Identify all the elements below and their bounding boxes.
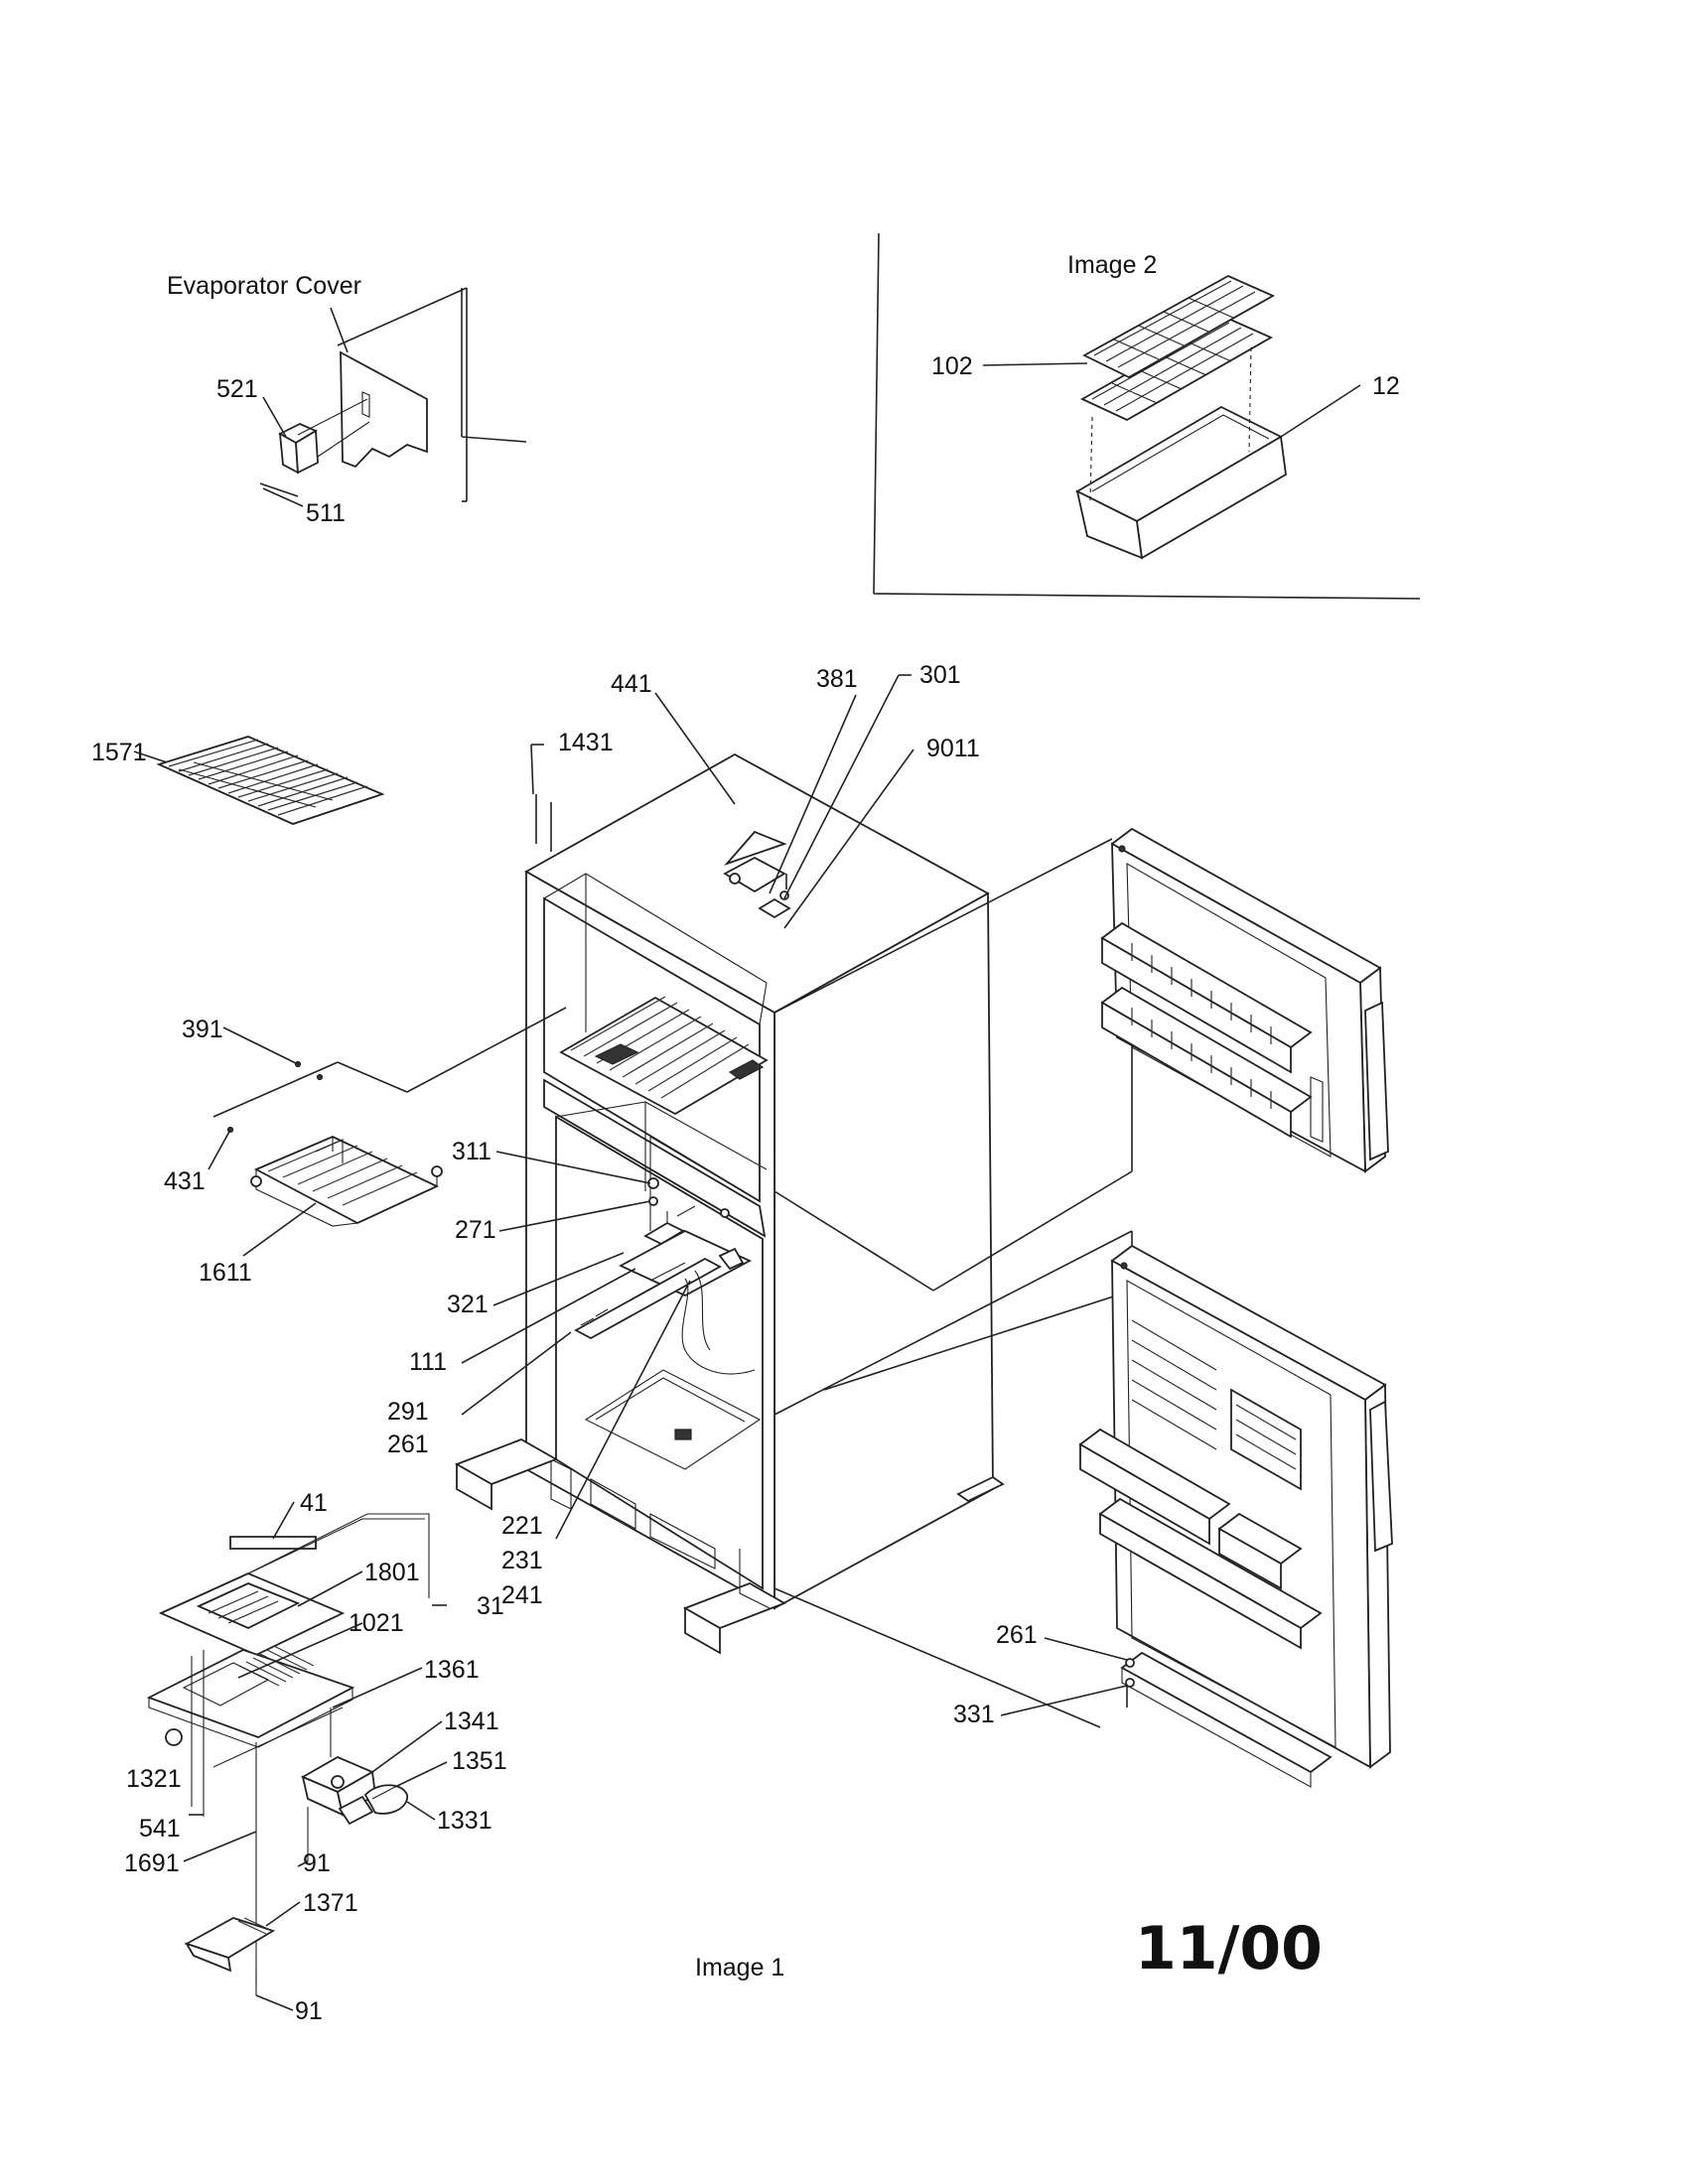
freezer-door xyxy=(1100,827,1389,1173)
label-301: 301 xyxy=(919,661,961,689)
label-111: 111 xyxy=(409,1348,447,1376)
label-311: 311 xyxy=(452,1138,491,1165)
label-1341: 1341 xyxy=(444,1707,499,1735)
label-1431: 1431 xyxy=(558,729,614,756)
control-bracket-parts xyxy=(574,1136,761,1375)
label-261-door: 261 xyxy=(996,1621,1038,1649)
label-12: 12 xyxy=(1372,372,1400,400)
evaporator-cover-title: Evaporator Cover xyxy=(167,272,361,300)
label-241: 241 xyxy=(501,1581,543,1609)
label-1371: 1371 xyxy=(303,1889,358,1917)
freezer-shelf-1571: 1571 xyxy=(91,736,385,825)
fresh-food-door xyxy=(1078,1244,1393,1788)
label-431: 431 xyxy=(164,1167,206,1195)
label-102: 102 xyxy=(931,352,973,380)
label-441: 441 xyxy=(611,670,652,698)
label-291: 291 xyxy=(387,1398,429,1426)
label-1331: 1331 xyxy=(437,1807,492,1835)
image2-title: Image 2 xyxy=(1067,251,1157,279)
label-9011: 9011 xyxy=(926,735,980,762)
label-1021: 1021 xyxy=(349,1609,404,1637)
lower-assembly xyxy=(146,1513,430,1995)
ice-tray-shelf-1611 xyxy=(226,1060,443,1227)
ice-tray-upper xyxy=(1082,274,1275,379)
label-271: 271 xyxy=(455,1216,496,1244)
label-331: 331 xyxy=(953,1701,995,1728)
label-391: 391 xyxy=(182,1016,223,1043)
label-511: 511 xyxy=(306,499,346,527)
label-31: 31 xyxy=(477,1592,504,1620)
label-1691: 1691 xyxy=(124,1849,180,1877)
label-1361: 1361 xyxy=(424,1656,480,1684)
label-381: 381 xyxy=(816,665,858,693)
label-91-upper: 91 xyxy=(303,1849,331,1877)
refrigerator-cabinet xyxy=(454,752,1005,1655)
label-221: 221 xyxy=(501,1512,543,1540)
image1-title: Image 1 xyxy=(695,1954,784,1981)
label-1801: 1801 xyxy=(364,1559,420,1586)
revision-date: 11/00 xyxy=(1135,1914,1323,1983)
label-1571: 1571 xyxy=(91,739,147,766)
label-521: 521 xyxy=(216,375,258,403)
label-261-center: 261 xyxy=(387,1431,429,1458)
evaporator-cover-group: Evaporator Cover 521 511 xyxy=(167,272,428,527)
label-231: 231 xyxy=(501,1547,543,1574)
label-1351: 1351 xyxy=(452,1747,507,1775)
image2-panel: Image 2 102 12 xyxy=(873,232,1421,600)
label-1611: 1611 xyxy=(199,1259,252,1287)
label-41: 41 xyxy=(300,1489,328,1517)
label-321: 321 xyxy=(447,1291,489,1318)
label-91-lower: 91 xyxy=(295,1997,323,2025)
label-541: 541 xyxy=(139,1815,181,1843)
label-1321: 1321 xyxy=(126,1765,182,1793)
